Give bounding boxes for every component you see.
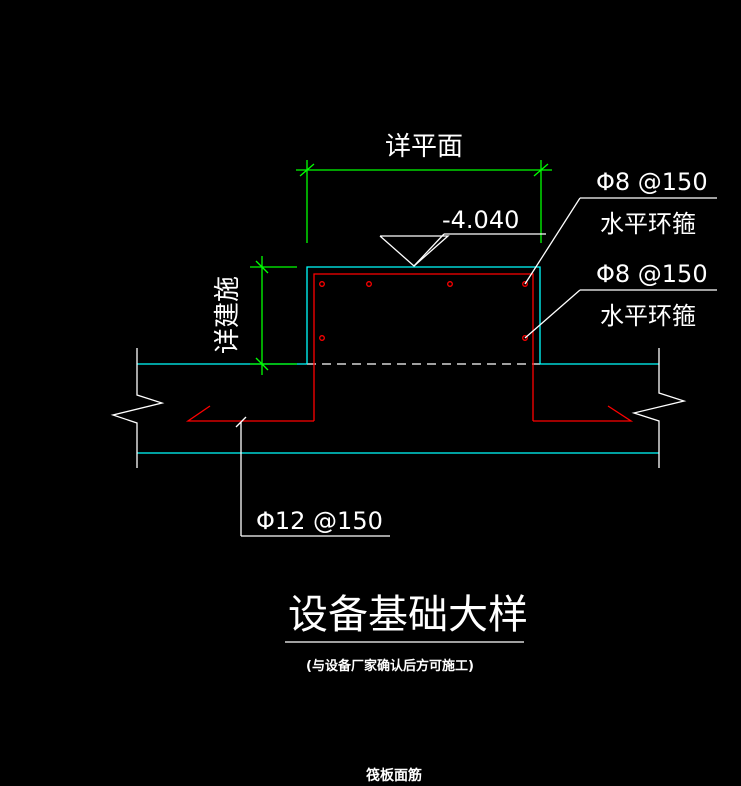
- rebar-dowel-right: [533, 405, 634, 422]
- rebar-callout-top: [524, 197, 717, 285]
- rebar-dot: [522, 281, 528, 287]
- elevation-value: -4.040: [442, 206, 519, 234]
- tick-top: [255, 260, 269, 274]
- break-line-right: [631, 348, 687, 468]
- width-dimension-label: 详平面: [385, 132, 463, 162]
- drawing-title: 设备基础大样: [288, 592, 528, 638]
- rebar-mid-name: 水平环箍: [600, 302, 696, 330]
- tick-left: [299, 163, 315, 177]
- width-dimension: [296, 160, 552, 243]
- rebar-dot: [522, 335, 528, 341]
- break-lines: [110, 348, 687, 468]
- rebar-mid-spec: Φ8 @150: [596, 260, 708, 288]
- footer-label: 筏板面筋: [366, 767, 422, 784]
- rebar-stirrup: [313, 273, 534, 421]
- rebar-top-name: 水平环箍: [600, 210, 696, 238]
- rebar: [185, 273, 634, 422]
- rebar-dot: [366, 281, 372, 287]
- leader-line: [524, 197, 581, 285]
- leader-line: [524, 289, 581, 339]
- rebar-dot: [319, 281, 325, 287]
- rebar-callout-mid: [524, 289, 717, 339]
- rebar-dot: [447, 281, 453, 287]
- rebar-bottom-spec: Φ12 @150: [256, 507, 383, 535]
- height-dimension: [250, 256, 297, 375]
- tick-right: [533, 163, 549, 177]
- elevation-leader: [413, 233, 445, 267]
- rebar-dot: [319, 335, 325, 341]
- rebar-callout-bottom: [235, 416, 390, 537]
- pedestal-outline: [306, 266, 541, 364]
- break-line-left: [110, 348, 165, 468]
- elevation-mark: [379, 233, 546, 267]
- rebar-dowel-left: [185, 405, 314, 422]
- elevation-triangle: [379, 235, 450, 267]
- tick-bottom: [255, 357, 269, 371]
- rebar-top-spec: Φ8 @150: [596, 168, 708, 196]
- drawing-note: (与设备厂家确认后方可施工): [306, 658, 474, 674]
- height-dimension-label: 详建施: [213, 276, 243, 354]
- raft-slab: [137, 363, 659, 454]
